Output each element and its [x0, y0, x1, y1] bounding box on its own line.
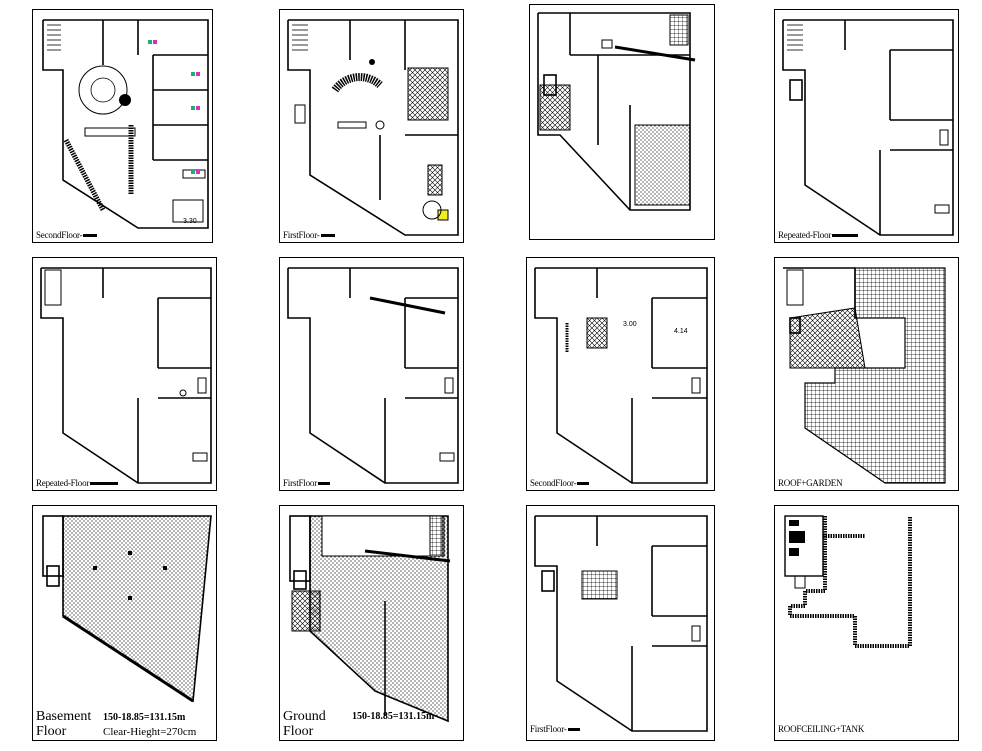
- dimension-label: 3.00: [623, 321, 637, 328]
- floor-plan: [287, 267, 459, 484]
- sheet-second-floor-1: 3.30 SecondFloor-: [32, 9, 213, 243]
- dimension-label: 4.14: [674, 328, 688, 335]
- floor-plan: [534, 515, 708, 732]
- floor-plan: [784, 515, 912, 648]
- sheet-caption: SecondFloor-: [530, 478, 590, 488]
- sheet-first-floor-2: FirstFloor: [279, 257, 464, 491]
- sheet-repeated-floor-1: Repeated-Floor: [774, 9, 959, 243]
- sheet-roof-garden: ROOF+GARDEN: [774, 257, 959, 491]
- floor-plan: [534, 267, 708, 484]
- floor-plan: [287, 19, 459, 236]
- floor-plan: [42, 19, 209, 229]
- floor-plan: [40, 267, 212, 484]
- area-note: 150-18.85=131.15m: [352, 711, 435, 722]
- floor-plan: [782, 19, 954, 236]
- floor-plan: [42, 515, 212, 703]
- sheet-caption: FirstFloor-: [283, 230, 335, 240]
- sheet-caption: ROOFCEILING+TANK: [778, 724, 865, 734]
- sheet-caption: FirstFloor: [283, 478, 331, 488]
- sheet-roof-ceiling-tank: ROOFCEILING+TANK: [774, 505, 959, 741]
- sheet-caption: Repeated-Floor: [778, 230, 859, 240]
- area-note: 150-18.85=131.15m Clear-Hieght=270cm: [103, 712, 197, 738]
- sheet-plan-3: [529, 4, 715, 240]
- sheet-caption: FirstFloor-: [530, 724, 580, 734]
- sheet-second-floor-2: 3.00 4.14 SecondFloor-: [526, 257, 715, 491]
- floor-plan: [783, 267, 946, 484]
- sheet-first-floor-1: FirstFloor-: [279, 9, 464, 243]
- dimension-label: 3.30: [183, 218, 197, 225]
- sheet-caption: ROOF+GARDEN: [778, 478, 843, 488]
- sheet-caption: SecondFloor-: [36, 230, 98, 240]
- sheet-first-floor-3: FirstFloor-: [526, 505, 715, 741]
- floor-plan: [537, 12, 696, 211]
- floor-plan: [289, 515, 451, 723]
- sheet-caption: Repeated-Floor: [36, 478, 119, 488]
- sheet-repeated-floor-2: Repeated-Floor: [32, 257, 217, 491]
